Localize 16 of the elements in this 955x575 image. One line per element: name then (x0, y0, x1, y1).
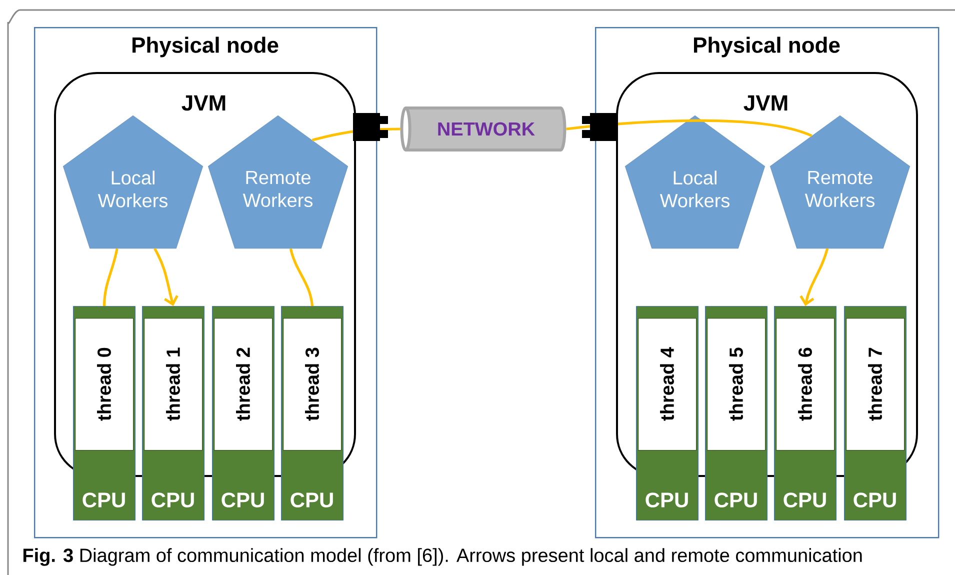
thread-box: thread 3 (283, 318, 342, 451)
worker-pentagon: Remote Workers (208, 115, 348, 249)
thread-box: thread 7 (846, 318, 905, 451)
thread-box: thread 4 (638, 318, 697, 451)
network-cylinder: NETWORK (400, 106, 566, 152)
thread-box: thread 1 (144, 318, 203, 451)
arrow (154, 248, 178, 306)
thread-box: thread 0 (75, 318, 134, 451)
worker-pentagon: Remote Workers (770, 115, 910, 249)
arrow (800, 248, 829, 306)
thread-box: thread 5 (707, 318, 766, 451)
worker-pentagon: Local Workers (624, 115, 766, 249)
thread-box: thread 6 (776, 318, 835, 451)
thread-box: thread 2 (214, 318, 273, 451)
figure-caption: Fig. 3 Diagram of communication model (from [6]). Arrows present local and remote communication (23, 548, 862, 566)
worker-pentagon: Local Workers (62, 115, 204, 249)
